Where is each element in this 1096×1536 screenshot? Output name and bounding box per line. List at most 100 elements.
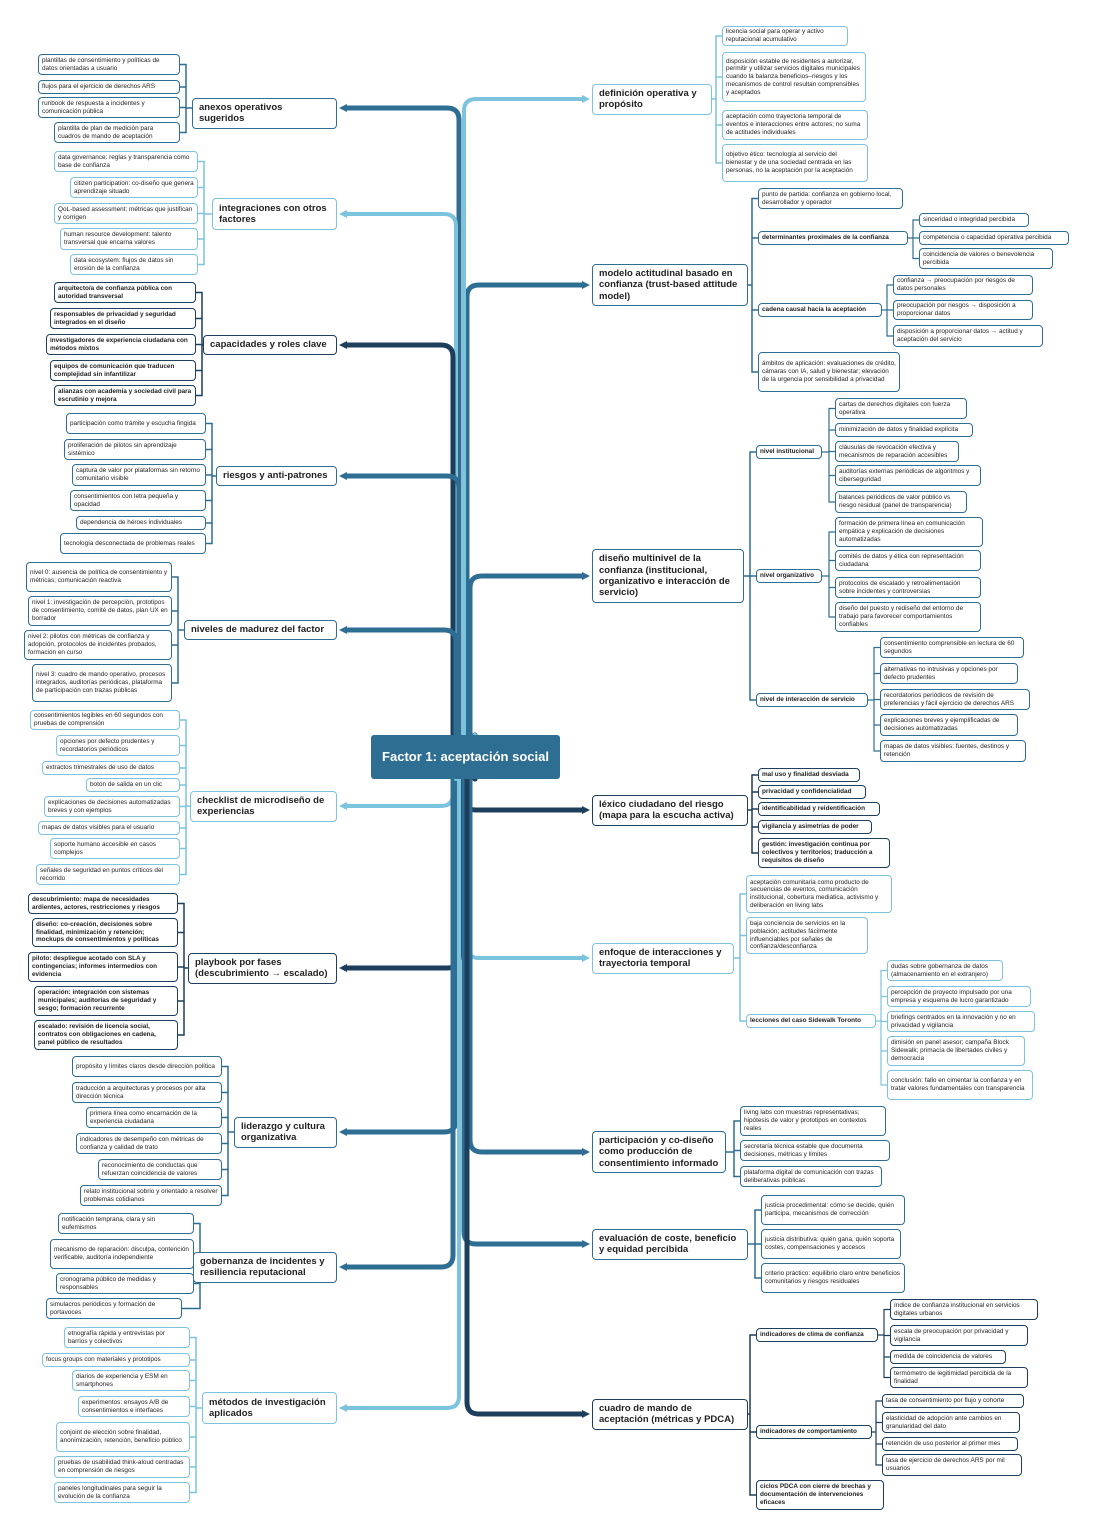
sub-topic[interactable]: disposición a proporcionar datos → actit…: [893, 325, 1043, 347]
sub-topic[interactable]: pruebas de usabilidad think-aloud centra…: [54, 1456, 190, 1478]
sub-topic[interactable]: captura de valor por plataformas sin ret…: [72, 464, 206, 486]
sub-topic[interactable]: focus groups con materiales y prototipos: [42, 1353, 190, 1367]
sub-topic[interactable]: confianza → preocupación por riesgos de …: [893, 275, 1033, 295]
sub-topic[interactable]: consentimiento comprensible en lectura d…: [880, 637, 1024, 658]
sub-topic[interactable]: conclusión: fallo en cimentar la confian…: [887, 1070, 1033, 1100]
sub-topic[interactable]: vigilancia y asimetrías de poder: [758, 820, 872, 834]
right-branch-3[interactable]: diseño multinivel de la confianza (insti…: [592, 549, 744, 603]
sub-topic[interactable]: consentimientos con letra pequeña y opac…: [70, 490, 206, 511]
sub-topic[interactable]: flujos para el ejercicio de derechos ARS: [38, 80, 180, 94]
central-topic[interactable]: Factor 1: aceptación social: [371, 735, 560, 779]
sub-topic[interactable]: mapas de datos visibles: fuentes, destin…: [880, 740, 1026, 762]
sub-topic[interactable]: nivel 0: ausencia de política de consent…: [26, 562, 172, 592]
sub-topic[interactable]: paneles longitudinales para seguir la ev…: [54, 1482, 190, 1503]
sub-topic[interactable]: punto de partida: confianza en gobierno …: [758, 188, 903, 209]
sub-topic[interactable]: responsables de privacidad y seguridad i…: [50, 308, 196, 329]
sub-topic[interactable]: dudas sobre gobernanza de datos (almacen…: [887, 960, 1003, 981]
sub-topic[interactable]: sinceridad o integridad percibida: [919, 213, 1029, 227]
sub-topic[interactable]: propósito y límites claros desde direcci…: [72, 1056, 222, 1077]
sub-topic[interactable]: primera línea como encarnación de la exp…: [86, 1107, 222, 1128]
sub-topic[interactable]: indicadores de clima de confianza: [756, 1328, 878, 1342]
sub-topic[interactable]: gestión: investigación continua por cole…: [758, 838, 890, 868]
sub-topic[interactable]: QoL-based assessment: métricas que justi…: [54, 203, 198, 224]
sub-topic[interactable]: mal uso y finalidad desviada: [758, 768, 860, 782]
sub-topic[interactable]: tasa de ejercicio de derechos ARS por mi…: [882, 1454, 1022, 1476]
left-branch-7[interactable]: playbook por fases (descubrimiento → esc…: [188, 953, 337, 984]
sub-topic[interactable]: explicaciones de decisiones automatizada…: [44, 796, 180, 817]
right-branch-6[interactable]: participación y co-diseño como producció…: [592, 1131, 726, 1174]
sub-topic[interactable]: nivel organizativo: [756, 569, 822, 583]
sub-topic[interactable]: notificación temprana, clara y sin eufem…: [58, 1213, 194, 1234]
sub-topic[interactable]: indicadores de desempeño con métricas de…: [76, 1133, 222, 1154]
sub-topic[interactable]: mapas de datos visibles para el usuario: [38, 821, 180, 835]
sub-topic[interactable]: balances periódicos de valor público vs …: [835, 491, 967, 513]
sub-topic[interactable]: living labs con muestras representativas…: [740, 1106, 886, 1136]
sub-topic[interactable]: aceptación comunitaria como producto de …: [746, 875, 892, 913]
sub-topic[interactable]: termómetro de legitimidad percibida de l…: [890, 1367, 1028, 1388]
right-branch-7[interactable]: evaluación de coste, beneficio y equidad…: [592, 1229, 748, 1260]
sub-topic[interactable]: coincidencia de valores o benevolencia p…: [919, 248, 1053, 269]
sub-topic[interactable]: runbook de respuesta a incidentes y comu…: [38, 97, 180, 118]
sub-topic[interactable]: alianzas con academia y sociedad civil p…: [54, 385, 196, 406]
sub-topic[interactable]: nivel 3: cuadro de mando operativo, proc…: [32, 664, 172, 702]
sub-topic[interactable]: nivel 1: investigación de percepción, pr…: [28, 596, 172, 626]
left-branch-5[interactable]: niveles de madurez del factor: [184, 620, 337, 640]
sub-topic[interactable]: percepción de proyecto impulsado por una…: [887, 986, 1031, 1007]
sub-topic[interactable]: cartas de derechos digitales con fuerza …: [835, 398, 967, 419]
sub-topic[interactable]: plantillas de consentimiento y políticas…: [38, 54, 180, 75]
sub-topic[interactable]: experimentos: ensayos A/B de consentimie…: [78, 1396, 190, 1417]
right-branch-8[interactable]: cuadro de mando de aceptación (métricas …: [592, 1399, 748, 1430]
sub-topic[interactable]: escala de preocupación por privacidad y …: [890, 1325, 1028, 1346]
sub-topic[interactable]: mecanismo de reparación: disculpa, conte…: [50, 1239, 194, 1269]
sub-topic[interactable]: consentimientos legibles en 60 segundos …: [30, 710, 180, 730]
sub-topic[interactable]: alternativas no intrusivas y opciones po…: [880, 663, 1018, 684]
sub-topic[interactable]: diseño del puesto y rediseño del entorno…: [835, 602, 981, 632]
sub-topic[interactable]: escalado: revisión de licencia social, c…: [34, 1020, 178, 1050]
sub-topic[interactable]: recordatorios periódicos de revisión de …: [880, 689, 1030, 710]
right-branch-2[interactable]: modelo actitudinal basado en confianza (…: [592, 264, 748, 307]
sub-topic[interactable]: secretaría técnica estable que documenta…: [740, 1140, 890, 1161]
left-branch-4[interactable]: riesgos y anti-patrones: [216, 466, 337, 486]
sub-topic[interactable]: tecnología desconectada de problemas rea…: [60, 533, 206, 554]
sub-topic[interactable]: simulacros periódicos y formación de por…: [46, 1298, 182, 1319]
sub-topic[interactable]: proliferación de pilotos sin aprendizaje…: [64, 439, 206, 460]
sub-topic[interactable]: botón de salida en un clic: [86, 778, 180, 792]
sub-topic[interactable]: extractos trimestrales de uso de datos: [42, 761, 180, 775]
sub-topic[interactable]: protocolos de escalado y retroalimentaci…: [835, 577, 981, 598]
sub-topic[interactable]: cronograma público de medidas y responsa…: [56, 1273, 194, 1294]
sub-topic[interactable]: opciones por defecto prudentes y recorda…: [56, 735, 180, 756]
sub-topic[interactable]: cláusulas de revocación efectiva y mecan…: [835, 441, 959, 462]
sub-topic[interactable]: citizen participation: co-diseño que gen…: [70, 177, 198, 198]
sub-topic[interactable]: participación como trámite y escucha fin…: [66, 413, 206, 434]
sub-topic[interactable]: privacidad y confidencialidad: [758, 785, 866, 799]
sub-topic[interactable]: determinantes proximales de la confianza: [758, 231, 908, 245]
sub-topic[interactable]: conjoint de elección sobre finalidad, an…: [56, 1422, 190, 1452]
sub-topic[interactable]: nivel 2: pilotos con métricas de confian…: [24, 630, 172, 660]
sub-topic[interactable]: diseño: co-creación, decisiones sobre fi…: [32, 918, 178, 947]
sub-topic[interactable]: plantilla de plan de medición para cuadr…: [54, 122, 180, 143]
sub-topic[interactable]: plataforma digital de comunicación con t…: [740, 1166, 882, 1187]
sub-topic[interactable]: auditorías externas periódicas de algori…: [835, 465, 981, 486]
sub-topic[interactable]: minimización de datos y finalidad explíc…: [835, 423, 973, 437]
sub-topic[interactable]: briefings centrados en la innovación y n…: [887, 1011, 1035, 1032]
sub-topic[interactable]: arquitecto/a de confianza pública con au…: [54, 282, 196, 303]
sub-topic[interactable]: descubrimiento: mapa de necesidades ardi…: [28, 893, 178, 914]
sub-topic[interactable]: ciclos PDCA con cierre de brechas y docu…: [756, 1480, 884, 1510]
sub-topic[interactable]: relato institucional sobrio y orientado …: [80, 1185, 222, 1206]
sub-topic[interactable]: ámbitos de aplicación: evaluaciones de c…: [758, 352, 900, 392]
left-branch-10[interactable]: métodos de investigación aplicados: [202, 1392, 337, 1424]
left-branch-3[interactable]: capacidades y roles clave: [203, 335, 337, 355]
sub-topic[interactable]: dependencia de héroes individuales: [76, 516, 206, 530]
sub-topic[interactable]: data ecosystem: flujos de datos sin eros…: [70, 254, 198, 275]
sub-topic[interactable]: disposición estable de residentes a auto…: [722, 52, 866, 102]
sub-topic[interactable]: identificabilidad y reidentificación: [758, 802, 880, 816]
sub-topic[interactable]: medida de coincidencia de valores: [890, 1350, 1006, 1364]
sub-topic[interactable]: piloto: despliegue acotado con SLA y con…: [28, 952, 178, 982]
sub-topic[interactable]: data governance: reglas y transparencia …: [54, 151, 198, 172]
sub-topic[interactable]: operación: integración con sistemas muni…: [34, 986, 178, 1016]
sub-topic[interactable]: competencia o capacidad operativa percib…: [919, 231, 1069, 245]
sub-topic[interactable]: etnografía rápida y entrevistas por barr…: [64, 1327, 190, 1348]
sub-topic[interactable]: indicadores de comportamiento: [756, 1425, 872, 1439]
left-branch-1[interactable]: anexos operativos sugeridos: [192, 98, 337, 129]
sub-topic[interactable]: señales de seguridad en puntos críticos …: [36, 864, 180, 885]
